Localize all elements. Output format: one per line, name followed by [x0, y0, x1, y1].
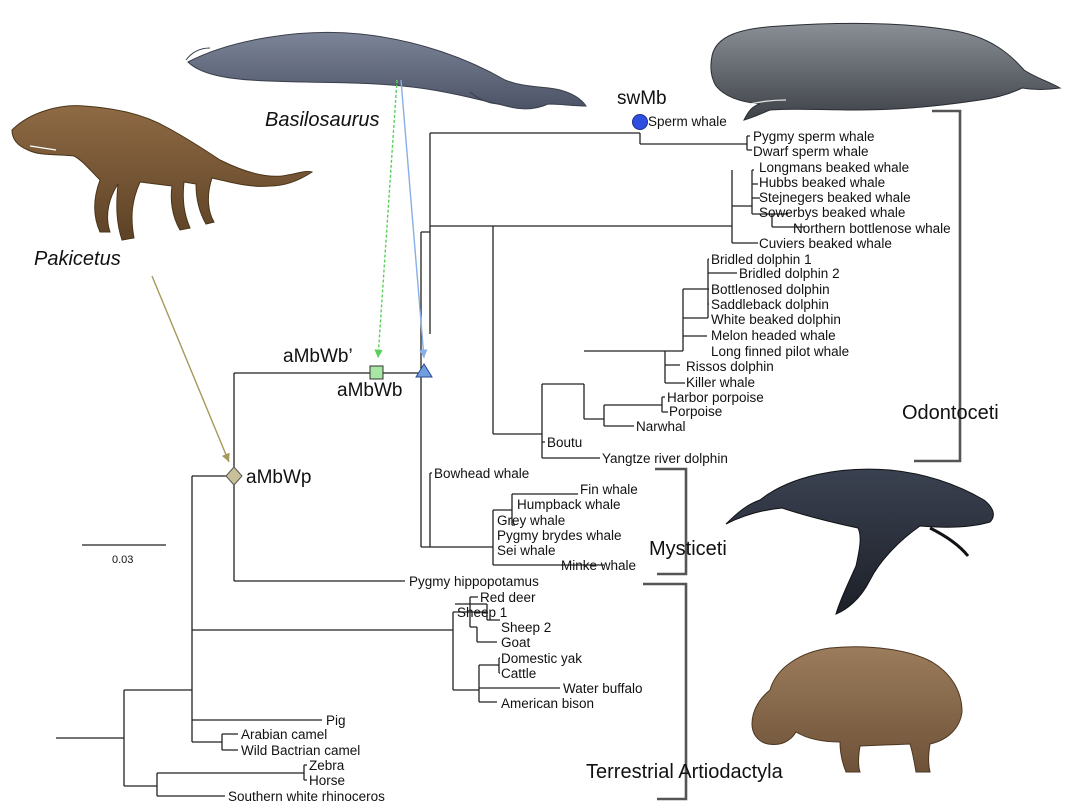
- leaf-label: Pygmy brydes whale: [497, 528, 622, 543]
- leaf-label: Stejnegers beaked whale: [759, 190, 911, 205]
- leaf-label: Zebra: [309, 758, 345, 773]
- basilosaurus-to-ambwb-arrow: [401, 80, 424, 358]
- leaf-label: Harbor porpoise: [667, 390, 764, 405]
- ambwp-node-label: aMbWp: [246, 467, 311, 488]
- leaf-label: Red deer: [480, 590, 536, 605]
- leaf-label: Water buffalo: [563, 681, 643, 696]
- leaf-label: Pygmy sperm whale: [753, 129, 875, 144]
- pygmy-hippo-illustration: [752, 647, 962, 772]
- ambwb-node-marker: [416, 364, 432, 377]
- leaf-label: Sheep 2: [501, 620, 551, 635]
- basilosaurus-illustration: [186, 32, 586, 108]
- leaf-label: Pygmy hippopotamus: [409, 574, 539, 589]
- fossil-arrows: [152, 80, 424, 462]
- pakicetus-label: Pakicetus: [34, 248, 121, 270]
- ambwp-node-marker: [226, 467, 242, 485]
- terrestrial-artiodactyla-label: Terrestrial Artiodactyla: [586, 761, 784, 783]
- leaf-label: Sheep 1: [457, 605, 507, 620]
- leaf-label: Wild Bactrian camel: [241, 743, 360, 758]
- leaf-label: Bottlenosed dolphin: [711, 282, 830, 297]
- leaf-label: Dwarf sperm whale: [753, 144, 869, 159]
- swmb-node-label: swMb: [617, 88, 667, 109]
- leaf-label: White beaked dolphin: [711, 312, 841, 327]
- leaf-label: Boutu: [547, 435, 582, 450]
- leaf-label: Bridled dolphin 2: [739, 266, 840, 281]
- pakicetus-to-ambwp-arrow: [152, 276, 229, 462]
- leaf-label: Yangtze river dolphin: [602, 451, 728, 466]
- leaf-label: Sperm whale: [648, 114, 727, 129]
- leaf-label: Sei whale: [497, 543, 556, 558]
- mysticeti-label: Mysticeti: [649, 538, 727, 560]
- swmb-node-marker: [633, 115, 648, 130]
- leaf-label: Melon headed whale: [711, 328, 836, 343]
- leaf-label: Humpback whale: [517, 497, 621, 512]
- leaf-label: Longmans beaked whale: [759, 160, 909, 175]
- ambwb-prime-node-marker: [370, 366, 383, 379]
- leaf-label: Northern bottlenose whale: [793, 221, 951, 236]
- scale-bar-label: 0.03: [112, 554, 133, 566]
- leaf-label: Domestic yak: [501, 651, 582, 666]
- leaf-label: Hubbs beaked whale: [759, 175, 885, 190]
- basilosaurus-label: Basilosaurus: [265, 109, 380, 131]
- leaf-label: Southern white rhinoceros: [228, 789, 385, 803]
- leaf-label: Goat: [501, 635, 531, 650]
- sperm-whale-illustration: [711, 23, 1060, 120]
- leaf-label: Saddleback dolphin: [711, 297, 829, 312]
- leaf-label: Porpoise: [669, 404, 722, 419]
- leaf-label: Sowerbys beaked whale: [759, 205, 905, 220]
- leaf-label: Killer whale: [686, 375, 755, 390]
- leaf-label: Long finned pilot whale: [711, 344, 849, 359]
- leaf-label: Grey whale: [497, 513, 565, 528]
- leaf-label: Fin whale: [580, 482, 638, 497]
- leaf-label: Pig: [326, 713, 346, 728]
- ambwb-node-label: aMbWb: [337, 380, 402, 401]
- leaf-label: American bison: [501, 696, 594, 711]
- leaf-label: Minke whale: [561, 558, 636, 573]
- humpback-whale-illustration: [726, 469, 993, 614]
- scale-bar: 0.03: [82, 545, 166, 566]
- leaf-label: Bridled dolphin 1: [711, 252, 812, 267]
- leaf-label: Bowhead whale: [434, 466, 529, 481]
- leaf-label: Rissos dolphin: [686, 359, 774, 374]
- leaf-label: Cattle: [501, 666, 536, 681]
- ambwb-prime-node-label: aMbWb’: [283, 346, 353, 367]
- leaf-label: Horse: [309, 773, 345, 788]
- leaf-label: Arabian camel: [241, 727, 327, 742]
- node-markers: [226, 115, 648, 486]
- basilosaurus-to-ambwb-prime-arrow: [378, 80, 397, 358]
- odontoceti-label: Odontoceti: [902, 402, 999, 424]
- leaf-label: Cuviers beaked whale: [759, 236, 892, 251]
- leaf-label: Narwhal: [636, 419, 686, 434]
